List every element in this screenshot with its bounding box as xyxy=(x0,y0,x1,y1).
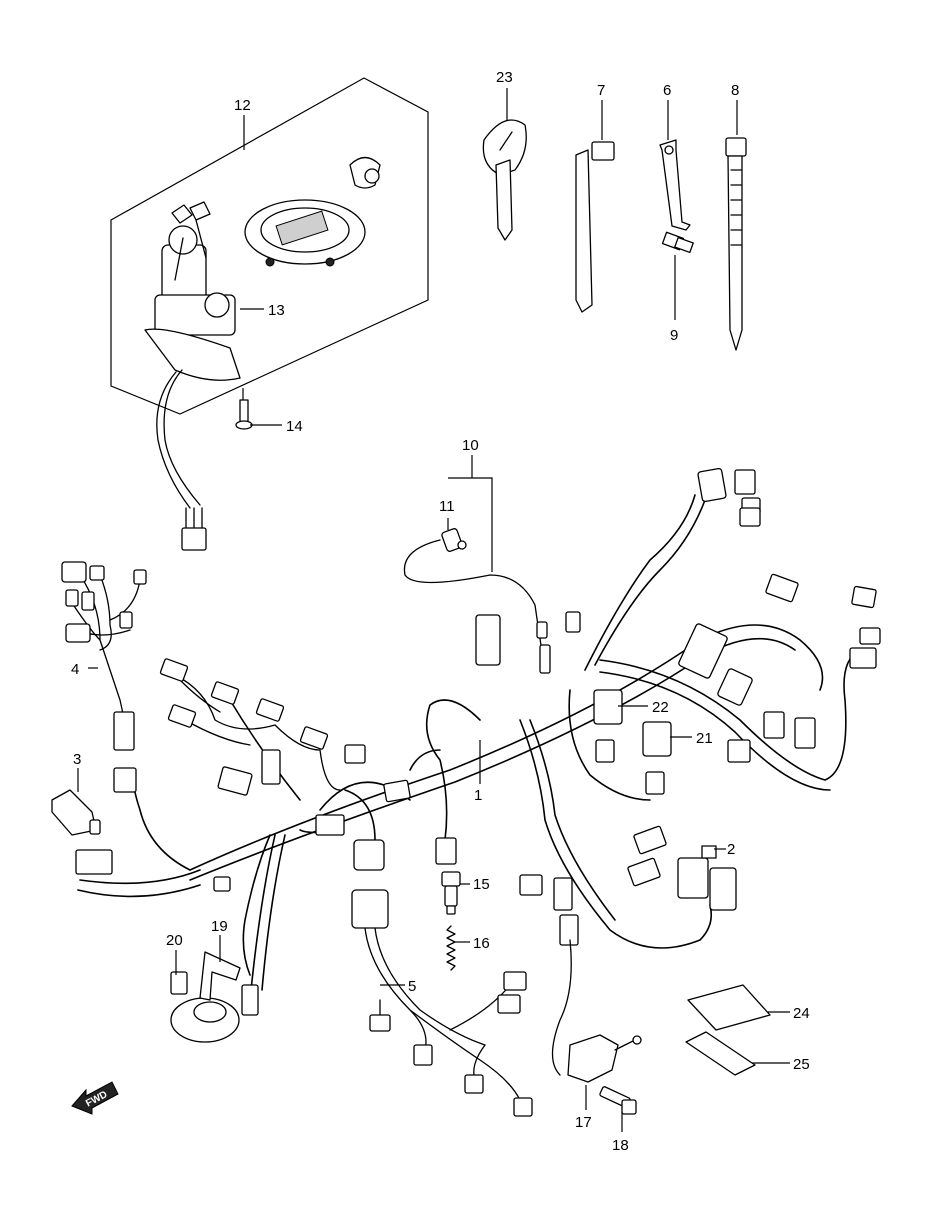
leader-lines xyxy=(77,88,790,1132)
callout-22: 22 xyxy=(652,699,669,716)
bolt-20 xyxy=(170,971,188,995)
fwd-arrow-icon: FWD xyxy=(71,1081,119,1115)
sub-harness-5 xyxy=(351,889,533,1117)
callout-1: 1 xyxy=(474,787,482,804)
ignition-switch-lead xyxy=(156,369,207,551)
switch-17 xyxy=(551,939,642,1083)
callout-10: 10 xyxy=(462,437,479,454)
bolt-9 xyxy=(661,231,694,254)
callout-9: 9 xyxy=(670,327,678,344)
relay-21 xyxy=(642,721,672,795)
callout-labels: 1 2 3 4 5 6 7 8 9 10 11 12 13 14 15 16 1… xyxy=(71,69,810,1154)
callout-4: 4 xyxy=(71,661,79,678)
lead-wire-10 xyxy=(403,528,551,674)
cap-3 xyxy=(51,789,101,836)
wire-tie-clamp-7 xyxy=(575,141,615,313)
sub-harness-4 xyxy=(61,561,147,751)
callout-8: 8 xyxy=(731,82,739,99)
callout-7: 7 xyxy=(597,82,605,99)
seat-lock-cylinder xyxy=(349,156,381,189)
connectors-main xyxy=(75,467,881,946)
sheet-24 xyxy=(687,984,771,1031)
fuse-2 xyxy=(701,845,717,859)
cable-tie-8 xyxy=(725,137,747,351)
key-blank xyxy=(482,119,527,241)
screw-14 xyxy=(235,399,253,430)
fwd-label: FWD xyxy=(84,1089,109,1109)
callout-16: 16 xyxy=(473,935,490,952)
callout-15: 15 xyxy=(473,876,490,893)
callout-19: 19 xyxy=(211,918,228,935)
spring-16 xyxy=(446,925,456,971)
callout-20: 20 xyxy=(166,932,183,949)
sheet-25 xyxy=(685,1031,756,1076)
callout-11: 11 xyxy=(439,498,455,515)
callout-25: 25 xyxy=(793,1056,810,1073)
callout-21: 21 xyxy=(696,730,713,747)
ignition-switch-set-box xyxy=(110,77,429,415)
switch-15 xyxy=(441,871,461,915)
bolt-18 xyxy=(599,1086,637,1115)
callout-14: 14 xyxy=(286,418,303,435)
relay-22 xyxy=(593,689,623,763)
fuel-cap-lock xyxy=(244,199,366,267)
callout-12: 12 xyxy=(234,97,251,114)
callout-24: 24 xyxy=(793,1005,810,1022)
callout-17: 17 xyxy=(575,1114,592,1131)
callout-6: 6 xyxy=(663,82,671,99)
callout-13: 13 xyxy=(268,302,285,319)
ignition-switch xyxy=(144,201,241,381)
callout-5: 5 xyxy=(408,978,416,995)
horn-19 xyxy=(170,951,259,1043)
clamp-6 xyxy=(659,139,691,231)
callout-23: 23 xyxy=(496,69,513,86)
callout-2: 2 xyxy=(727,841,735,858)
callout-3: 3 xyxy=(73,751,81,768)
callout-18: 18 xyxy=(612,1137,629,1154)
